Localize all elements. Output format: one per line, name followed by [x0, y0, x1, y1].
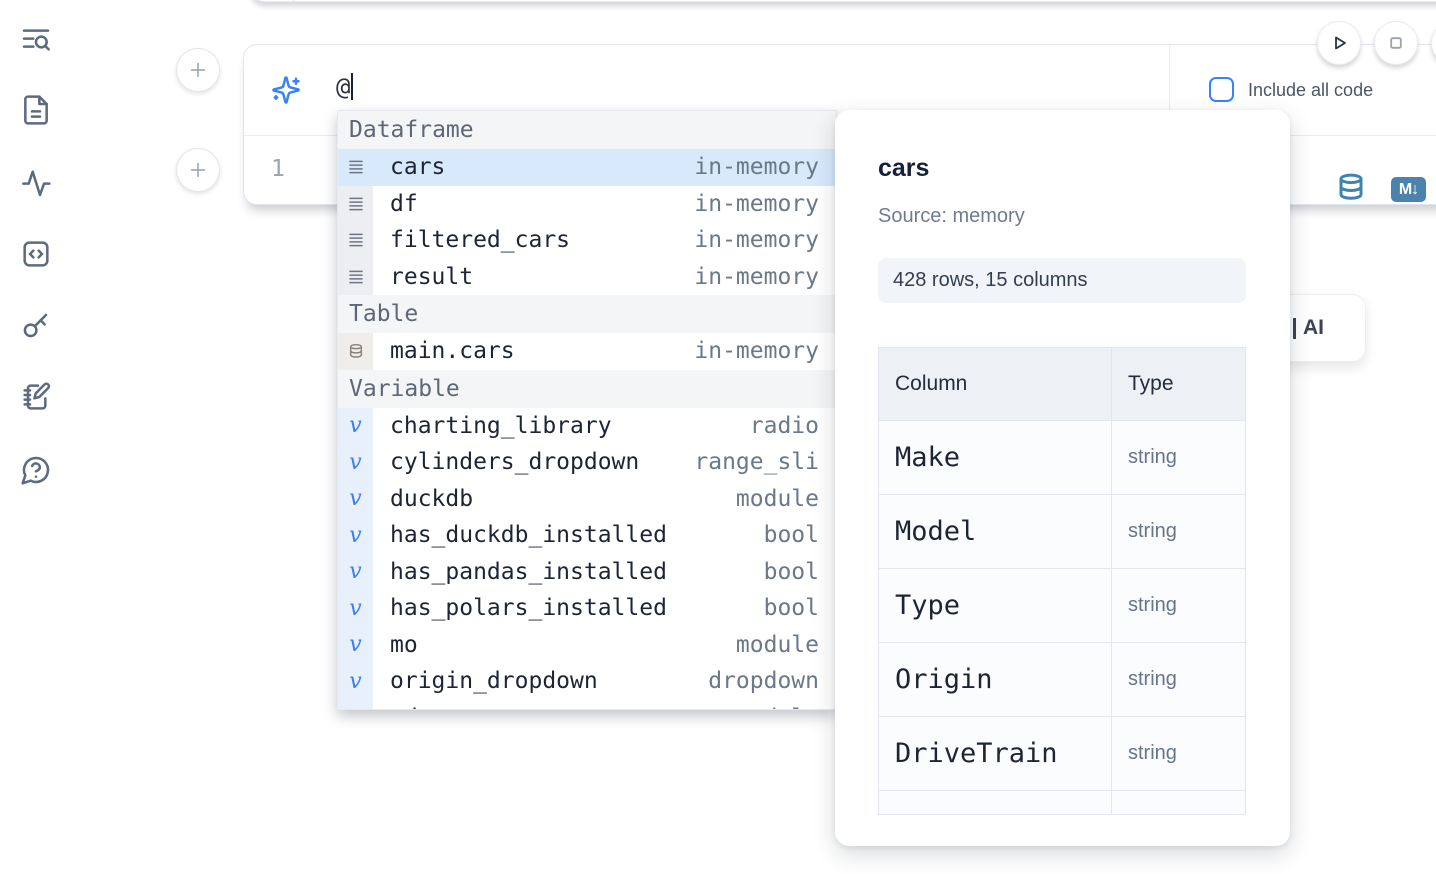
- autocomplete-dropdown: Dataframe cars in-memory df in-memory fi…: [337, 110, 837, 710]
- section-header-dataframe: Dataframe: [338, 111, 836, 149]
- item-detail: in-memory: [694, 190, 819, 217]
- autocomplete-item-cars[interactable]: cars in-memory: [338, 149, 836, 186]
- table-database-icon: [338, 333, 373, 370]
- table-row: Type string: [879, 568, 1245, 642]
- item-detail: module: [735, 631, 819, 658]
- dataframe-icon: [338, 185, 373, 222]
- variable-icon: v: [338, 407, 373, 444]
- datasource-preview-panel: cars Source: memory 428 rows, 15 columns…: [835, 110, 1290, 846]
- variable-icon: v: [338, 626, 373, 663]
- autocomplete-item-origin-dropdown[interactable]: v origin_dropdown dropdown: [338, 663, 836, 700]
- table-row: Model string: [879, 494, 1245, 568]
- ai-button-label: AI: [1303, 316, 1324, 339]
- item-detail: module: [735, 485, 819, 512]
- help-chat-icon[interactable]: [20, 454, 52, 486]
- autocomplete-item-main-cars[interactable]: main.cars in-memory: [338, 333, 836, 370]
- key-icon[interactable]: [20, 309, 52, 341]
- variable-icon: v: [338, 699, 373, 709]
- item-detail: radio: [749, 412, 819, 439]
- prompt-options-zone: Include all code: [1169, 45, 1436, 135]
- add-cell-button-bottom[interactable]: [176, 148, 220, 192]
- section-header-variable: Variable: [338, 369, 836, 408]
- include-all-code-label: Include all code: [1248, 80, 1374, 100]
- item-detail: range_sli: [694, 449, 819, 476]
- autocomplete-item-result[interactable]: result in-memory: [338, 258, 836, 295]
- ai-prompt-input[interactable]: @: [336, 73, 354, 101]
- stop-button[interactable]: [1374, 21, 1418, 65]
- rows-columns-badge: 428 rows, 15 columns: [878, 258, 1246, 303]
- autocomplete-item-filtered-cars[interactable]: filtered_cars in-memory: [338, 222, 836, 259]
- panel-source: Source: memory: [878, 205, 1025, 227]
- autocomplete-item-charting-library[interactable]: v charting_library radio: [338, 407, 836, 444]
- type-header: Type: [1111, 348, 1245, 420]
- autocomplete-item-duckdb[interactable]: v duckdb module: [338, 480, 836, 517]
- item-detail: in-memory: [694, 154, 819, 181]
- prompt-value: @: [336, 73, 351, 101]
- run-all-button[interactable]: [1317, 21, 1361, 65]
- activity-icon[interactable]: [20, 167, 52, 199]
- item-detail: in-memory: [694, 338, 819, 365]
- text-caret: [351, 73, 354, 100]
- autocomplete-item-pd[interactable]: v pd module: [338, 699, 836, 709]
- autocomplete-item-cylinders-dropdown[interactable]: v cylinders_dropdown range_sli: [338, 444, 836, 481]
- code-editor-row[interactable]: 1 M↓: [244, 136, 1436, 204]
- variable-icon: v: [338, 590, 373, 627]
- item-detail: bool: [763, 522, 819, 549]
- variable-icon: v: [338, 663, 373, 700]
- item-detail: bool: [763, 558, 819, 585]
- file-text-icon[interactable]: [20, 94, 52, 126]
- section-header-table: Table: [338, 295, 836, 333]
- add-cell-button-top[interactable]: [176, 48, 220, 92]
- table-row: Make string: [879, 420, 1245, 494]
- line-number: 1: [271, 156, 285, 182]
- item-detail: module: [736, 705, 836, 709]
- variable-icon: v: [338, 444, 373, 481]
- sparkles-icon: [271, 75, 301, 105]
- autocomplete-item-has-polars-installed[interactable]: v has_polars_installed bool: [338, 590, 836, 627]
- previous-cell-edge: [250, 0, 1436, 2]
- autocomplete-item-has-pandas-installed[interactable]: v has_pandas_installed bool: [338, 553, 836, 590]
- item-detail: in-memory: [694, 227, 819, 254]
- clipped-letter-fragment: [1293, 318, 1296, 339]
- dataframe-icon: [338, 222, 373, 259]
- table-row: Origin string: [879, 642, 1245, 716]
- column-header: Column: [895, 372, 968, 395]
- markdown-icon[interactable]: M↓: [1391, 177, 1426, 202]
- autocomplete-item-has-duckdb-installed[interactable]: v has_duckdb_installed bool: [338, 517, 836, 554]
- item-detail: bool: [763, 595, 819, 622]
- panel-title: cars: [878, 154, 930, 182]
- variable-icon: v: [338, 517, 373, 554]
- item-detail: dropdown: [708, 668, 819, 695]
- dataframe-icon: [338, 149, 373, 186]
- code-square-icon[interactable]: [20, 238, 52, 270]
- gutter-divider: [293, 0, 294, 1]
- schema-header-row: Column Type: [879, 348, 1245, 420]
- notebook-pen-icon[interactable]: [20, 381, 52, 413]
- table-row: DriveTrain string: [879, 716, 1245, 790]
- database-icon[interactable]: [1336, 172, 1366, 202]
- variable-icon: v: [338, 480, 373, 517]
- dataframe-icon: [338, 258, 373, 295]
- include-all-code-checkbox[interactable]: [1209, 77, 1234, 102]
- item-detail: in-memory: [694, 263, 819, 290]
- variable-icon: v: [338, 553, 373, 590]
- schema-table: Column Type Make string Model string Typ…: [878, 347, 1246, 815]
- table-row-partial: [879, 790, 1245, 814]
- autocomplete-item-df[interactable]: df in-memory: [338, 185, 836, 222]
- text-search-icon[interactable]: [20, 24, 52, 56]
- autocomplete-item-mo[interactable]: v mo module: [338, 626, 836, 663]
